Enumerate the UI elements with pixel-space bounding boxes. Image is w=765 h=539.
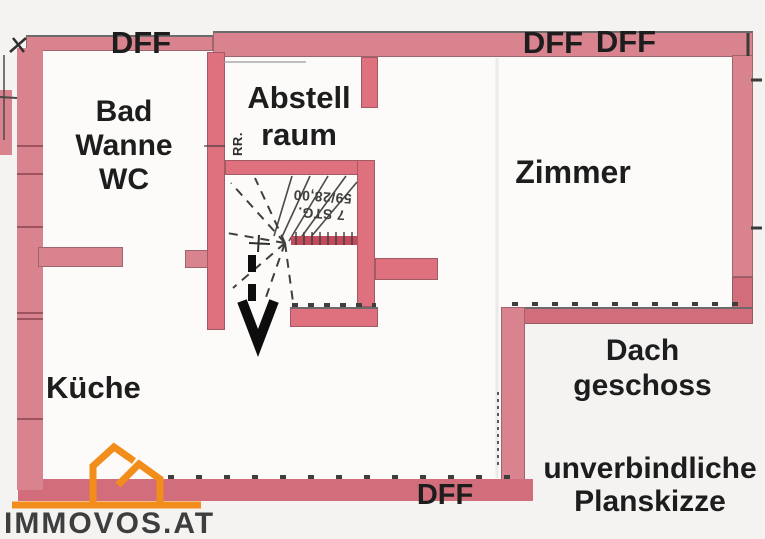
room-area-lower [42,247,525,481]
stair-step-edge-bar [291,232,357,245]
wall-stair-right [357,160,375,307]
stair-dimension-note: 7 STG. 59/28,00 [280,183,364,225]
wall-stub-right [375,258,438,280]
room-label-storage: Abstell raum [228,79,370,153]
wall-hatch-marks [168,302,748,479]
bathroom-line-2: Wanne [75,129,173,162]
room-label-bathroom: Bad Wanne WC [39,95,209,197]
disclaimer-line-2: Planskizze [574,485,726,518]
stair-direction-arrow [237,255,279,358]
pipe-label-rr: RR. [230,132,245,156]
window-label-dff-bottom: DFF [416,479,474,511]
room-label-attic: Dach geschoss [560,333,725,403]
wall-left-exterior [17,48,43,490]
wall-storage-right [361,57,378,108]
storage-line-2: raum [261,117,337,152]
wall-top-bathroom [26,35,213,51]
room-label-zimmer: Zimmer [515,154,631,190]
wall-bathroom-kitchen-a [38,247,123,267]
wall-top-main [213,31,753,57]
storage-line-1: Abstell [247,80,351,115]
wall-tick-marks [746,33,762,230]
stair-winder-dashed-lines [226,177,294,303]
stair-step-lines [273,175,358,245]
wall-stair-left [207,52,225,330]
bathroom-line-1: Bad [95,95,153,128]
room-label-kitchen: Küche [46,370,141,405]
disclaimer-line-1: unverbindliche [543,452,757,485]
disclaimer-text: unverbindliche Planskizze [535,452,765,518]
wall-stair-bottom [290,307,378,327]
wall-middle-vertical [501,307,525,482]
stair-pivot-cross [248,234,271,253]
stair-note-line-1: 7 STG. [297,204,346,224]
wall-left-outer-strip [0,90,12,155]
window-label-dff-top-left: DFF [110,25,172,60]
attic-line-2: geschoss [573,369,712,402]
wall-right-exterior [732,55,753,277]
attic-line-1: Dach [605,334,680,367]
wall-bottom-exterior [18,479,533,501]
brand-wordmark: IMMOVOS.AT [4,507,216,539]
window-label-dff-top-right-b: DFF [595,24,657,59]
immovos-house-logo-icon [12,442,201,509]
bathroom-line-3: WC [99,163,149,196]
window-label-dff-top-right-a: DFF [522,25,584,60]
scan-artifact-lines [0,37,499,478]
